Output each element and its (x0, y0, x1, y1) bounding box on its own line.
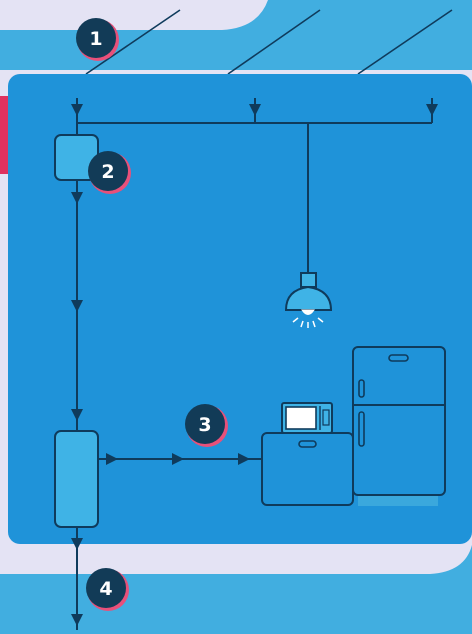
flow-arrow-icon (71, 300, 83, 312)
power-lines (85, 9, 453, 75)
badge-3: 3 (185, 404, 228, 447)
flow-arrow-icon (426, 104, 438, 116)
pendant-lamp-icon (284, 272, 333, 328)
kitchen-counter-icon (261, 432, 354, 506)
badge-2: 2 (88, 151, 131, 194)
flow-arrow-icon (71, 409, 83, 421)
microwave-icon (281, 402, 333, 434)
badge-1-number: 1 (89, 28, 102, 50)
badge-4: 4 (86, 568, 129, 611)
flow-arrow-icon (106, 453, 118, 465)
badge-1: 1 (76, 18, 119, 61)
power-line-3 (357, 9, 453, 75)
flow-arrow-icon (172, 453, 184, 465)
distribution-panel-icon (54, 430, 99, 528)
flow-arrow-icon (238, 453, 250, 465)
flow-arrows (71, 104, 438, 626)
flow-arrow-icon (71, 538, 83, 550)
flow-arrow-icon (249, 104, 261, 116)
badge-3-number: 3 (198, 414, 211, 436)
flow-arrow-icon (71, 104, 83, 116)
badge-4-number: 4 (99, 578, 112, 600)
badge-2-number: 2 (101, 161, 114, 183)
top-cloud-panel (0, 0, 268, 30)
red-side-tab (0, 96, 8, 174)
refrigerator-icon (352, 346, 446, 506)
flow-arrow-icon (71, 614, 83, 626)
power-line-1 (85, 9, 181, 75)
flow-arrow-icon (71, 192, 83, 204)
power-line-2 (227, 9, 321, 75)
